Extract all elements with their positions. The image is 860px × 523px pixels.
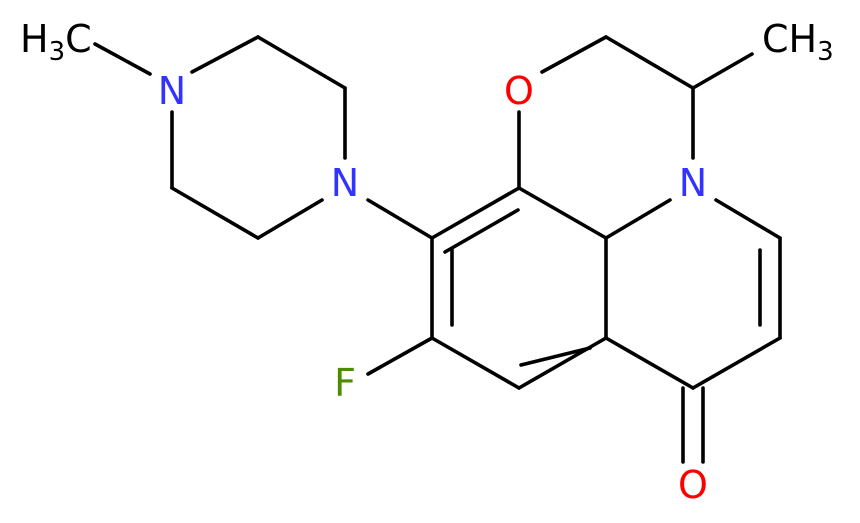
ring-nitrogen-label: N [679, 161, 707, 205]
bond-ch-methyl [691, 52, 754, 90]
bonds [93, 35, 782, 464]
bond-pip-n2-c-bottom [256, 198, 324, 240]
methyl-right-label: CH3 [762, 17, 834, 67]
piperazine-n-top-label: N [158, 69, 186, 113]
bond-c4-c5 [604, 336, 695, 390]
bond-ar-c9-c10 [517, 186, 608, 240]
bond-ar-c5-c6-inner [519, 346, 592, 367]
bond-pip-c-top-c-right [256, 35, 347, 90]
methyl-left-label: H3C [20, 17, 92, 67]
bond-ar-c5-c6 [517, 336, 608, 390]
atom-labels: H3C N N O CH3 N F O [20, 17, 834, 507]
bond-ch2-ch [604, 35, 695, 90]
bond-ar-c6-c7 [430, 336, 521, 390]
bond-c3-c4 [691, 336, 782, 390]
ring-oxygen-label: O [504, 69, 534, 113]
bond-ar-c8-c9-inner [443, 208, 520, 254]
bond-oxygen-ch2 [540, 35, 608, 74]
bond-n-ring-c10 [604, 198, 672, 240]
bond-pip-n1-c-top [190, 35, 260, 74]
bond-n2-aromatic [366, 198, 434, 240]
bond-c7-fluorine [366, 336, 434, 376]
bond-ar-c8-c9 [430, 186, 521, 240]
bond-n-ring-c2 [714, 198, 782, 240]
bond-pip-c-bottom-c-left [170, 186, 260, 240]
fluorine-label: F [334, 361, 356, 405]
carbonyl-oxygen-label: O [678, 463, 708, 507]
bond-methyl-n-piperazine [93, 42, 152, 76]
piperazine-n-bottom-label: N [331, 161, 359, 205]
